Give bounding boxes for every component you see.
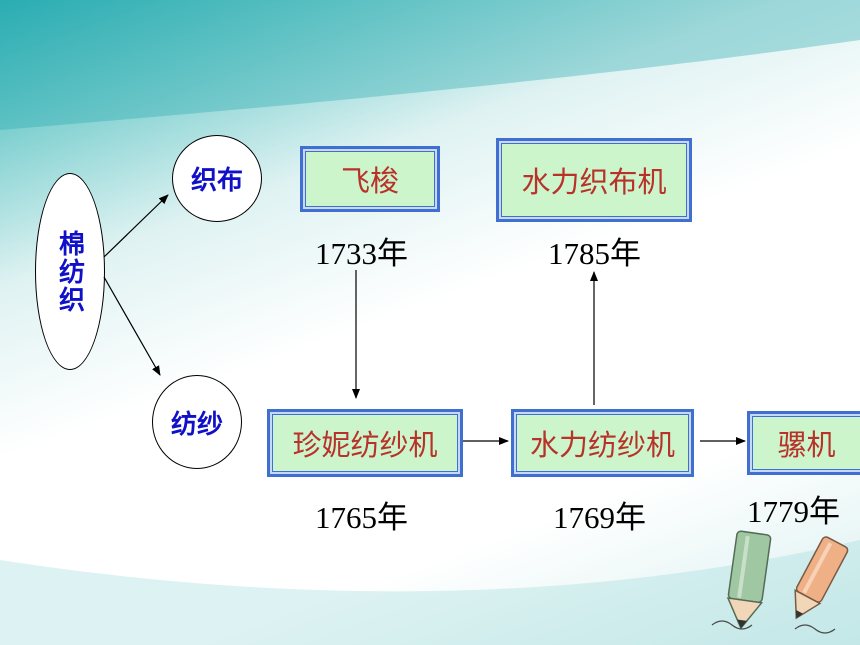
root-node-cotton-textile: 棉纺织: [35, 173, 105, 370]
invention-box-spinning-mule: 骡机: [747, 411, 860, 475]
invention-box-spinning-jenny: 珍妮纺纱机: [267, 409, 463, 477]
invention-label: 水力织布机: [521, 165, 667, 199]
invention-label: 水力纺纱机: [529, 428, 675, 462]
year-label-spinning-jenny: 1765年: [315, 500, 408, 535]
invention-label: 骡机: [777, 428, 836, 462]
pencils-icon: [711, 530, 849, 634]
invention-box-water-frame: 水力纺纱机: [511, 409, 694, 477]
year-label-water-loom: 1785年: [548, 236, 641, 271]
invention-box-flying-shuttle: 飞梭: [300, 146, 440, 212]
branch-node-weaving-label: 织布: [190, 166, 243, 196]
year-label-spinning-mule: 1779年: [747, 494, 840, 529]
invention-box-water-loom: 水力织布机: [496, 138, 692, 222]
invention-label: 珍妮纺纱机: [292, 428, 438, 462]
branch-node-spinning: 纺纱: [152, 375, 242, 469]
branch-node-spinning-label: 纺纱: [170, 409, 223, 440]
year-label-flying-shuttle: 1733年: [315, 236, 408, 271]
invention-label: 飞梭: [340, 164, 399, 198]
root-node-label: 棉纺织: [54, 229, 85, 314]
year-label-water-frame: 1769年: [553, 500, 646, 535]
branch-node-weaving: 织布: [172, 135, 262, 222]
